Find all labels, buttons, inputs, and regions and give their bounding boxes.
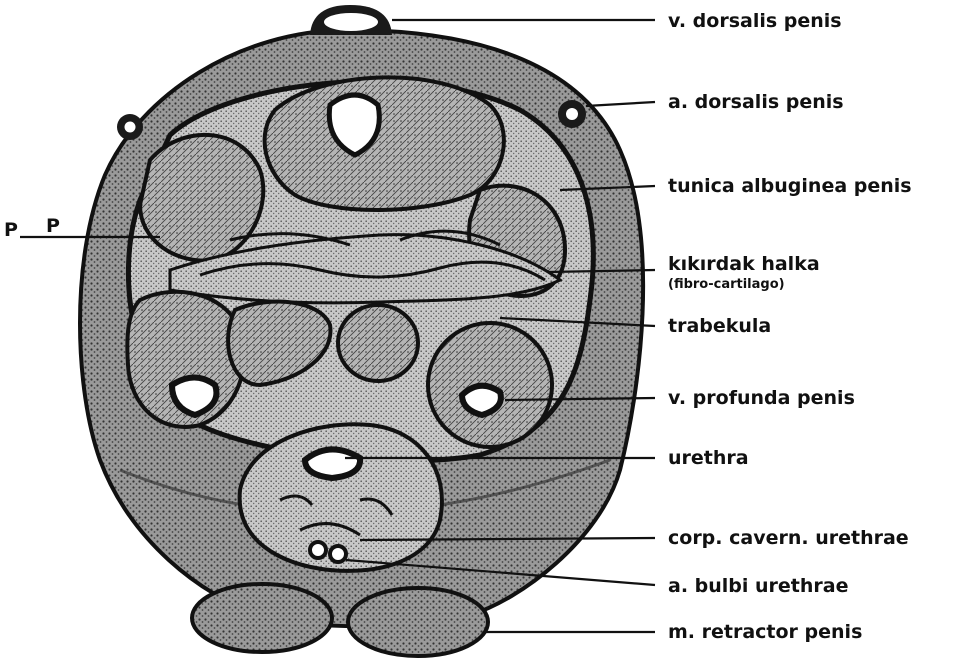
label-trabekula: trabekula bbox=[668, 315, 771, 337]
label-corp-cavern: corp. cavern. urethrae bbox=[668, 527, 909, 549]
label-kikirdak: kıkırdak halka bbox=[668, 253, 820, 275]
lobule-right-profunda bbox=[428, 323, 552, 447]
label-v-dorsalis: v. dorsalis penis bbox=[668, 10, 842, 32]
corpus-cavernosum-dorsal bbox=[265, 77, 504, 210]
label-urethra: urethra bbox=[668, 447, 749, 469]
dorsal-vein bbox=[310, 5, 392, 35]
label-p-left: P bbox=[4, 219, 18, 241]
label-m-retractor: m. retractor penis bbox=[668, 621, 862, 643]
dorsal-artery-right bbox=[558, 100, 586, 128]
label-a-dorsalis: a. dorsalis penis bbox=[668, 91, 844, 113]
corpus-cavernosum-left bbox=[140, 135, 263, 261]
label-p-right: P bbox=[46, 215, 60, 237]
lobule-center bbox=[338, 305, 418, 381]
dorsal-artery-left bbox=[117, 114, 143, 140]
label-a-bulbi: a. bulbi urethrae bbox=[668, 575, 849, 597]
label-v-profunda: v. profunda penis bbox=[668, 387, 855, 409]
label-kikirdak-sub: (fibro-cartilago) bbox=[668, 277, 785, 292]
lobule-lower-left bbox=[127, 292, 243, 427]
label-tunica: tunica albuginea penis bbox=[668, 175, 912, 197]
